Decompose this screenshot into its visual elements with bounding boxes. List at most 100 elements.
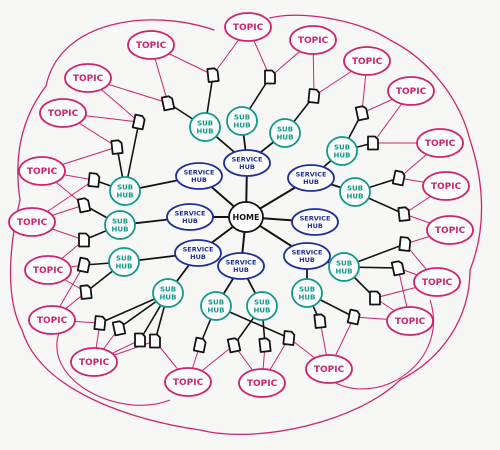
topic-node: TOPIC [422, 171, 470, 201]
topic-node: TOPIC [39, 98, 87, 128]
sub-hub-node-label: HUB [116, 262, 133, 270]
topic-node-label: TOPIC [79, 358, 110, 368]
service-hub-node-label: SERVICE [300, 215, 331, 223]
topic-node-label: TOPIC [37, 316, 68, 326]
topic-node-label: TOPIC [233, 23, 264, 33]
service-hub-node-outline [166, 203, 214, 231]
page-icon [192, 336, 207, 354]
page-icon [87, 172, 101, 188]
sub-hub-node-label: HUB [234, 121, 251, 129]
topic-node-outline [305, 354, 353, 384]
sub-hub-node-outline [226, 106, 258, 136]
topic-node-outline [289, 25, 337, 55]
topic-node-outline [386, 306, 434, 336]
home-node-label: HOME [233, 213, 260, 222]
topic-node-label: TOPIC [396, 87, 427, 97]
service-hub-node-label: HUB [303, 178, 319, 186]
sub-hub-node-label: SUB [336, 259, 352, 267]
topic-node-label: TOPIC [27, 167, 58, 177]
service-hub-node-label: SERVICE [175, 210, 206, 218]
service-hub-node-label: HUB [239, 163, 255, 171]
sub-hub-node-label: HUB [336, 267, 353, 275]
service-hub-node-label: SERVICE [232, 156, 263, 164]
topic-node: TOPIC [238, 368, 286, 398]
page-icon [79, 284, 93, 300]
page-icons [76, 67, 412, 354]
service-hub-node-label: HUB [307, 222, 323, 230]
service-hub-node-label: SERVICE [292, 249, 323, 257]
topic-node-label: TOPIC [247, 379, 278, 389]
service-hub-node-outline [283, 242, 331, 270]
page-icon [391, 169, 406, 187]
page-icon [78, 232, 90, 248]
page-icon [134, 332, 146, 348]
topic-node: TOPIC [413, 267, 461, 297]
page-icon [76, 256, 91, 274]
sub-hub-node-label: SUB [334, 143, 350, 151]
topic-node-outline [224, 12, 272, 42]
topic-node: TOPIC [224, 12, 272, 42]
page-icon [307, 88, 321, 104]
service-hub-node-label: SERVICE [296, 171, 327, 179]
sub-hub-node-label: HUB [208, 306, 225, 314]
topic-node: TOPIC [387, 76, 435, 106]
topic-node-label: TOPIC [33, 266, 64, 276]
topic-node: TOPIC [164, 367, 212, 397]
sub-hub-node-label: SUB [347, 184, 363, 192]
sub-hub-node-outline [339, 177, 371, 207]
topic-node: TOPIC [305, 354, 353, 384]
sub-hub-node-label: HUB [112, 225, 129, 233]
sub-hub-node-outline [326, 136, 358, 166]
topic-node-label: TOPIC [425, 139, 456, 149]
topic-node-outline [64, 63, 112, 93]
topic-node-outline [24, 255, 72, 285]
topic-node: TOPIC [24, 255, 72, 285]
sub-hub-node-outline [269, 118, 301, 148]
topic-node: TOPIC [416, 128, 464, 158]
page-icon [346, 308, 361, 326]
sub-hub-node-label: SUB [277, 125, 293, 133]
sub-hub-node-label: SUB [117, 183, 133, 191]
service-hub-node-label: SERVICE [184, 169, 215, 177]
topic-node-outline [426, 215, 474, 245]
service-hub-node-label: HUB [182, 217, 198, 225]
sub-hub-node-label: HUB [254, 306, 271, 314]
page-icon [367, 135, 379, 151]
topic-node: TOPIC [28, 305, 76, 335]
page-icon [76, 197, 92, 214]
sub-hub-node-outline [291, 278, 323, 308]
service-hub-node-outline [223, 149, 271, 177]
topic-node-outline [70, 347, 118, 377]
topic-node-outline [164, 367, 212, 397]
topic-node: TOPIC [18, 156, 66, 186]
page-icon [390, 260, 406, 277]
sub-hub-node-outline [152, 278, 184, 308]
topic-node: TOPIC [386, 306, 434, 336]
topic-node: TOPIC [426, 215, 474, 245]
topic-node-label: TOPIC [435, 226, 466, 236]
service-hub-node-label: SERVICE [183, 246, 214, 254]
service-hub-node-outline [174, 239, 222, 267]
topic-node-label: TOPIC [73, 74, 104, 84]
page-icon [397, 206, 411, 222]
sub-hub-node-outline [109, 176, 141, 206]
sub-hub-node-outline [108, 247, 140, 277]
topic-node-label: TOPIC [314, 365, 345, 375]
topic-node: TOPIC [289, 25, 337, 55]
topic-nodes: TOPIC TOPIC TOPIC TOPIC TOPIC TOPIC TOPIC TOPIC… [8, 12, 474, 398]
